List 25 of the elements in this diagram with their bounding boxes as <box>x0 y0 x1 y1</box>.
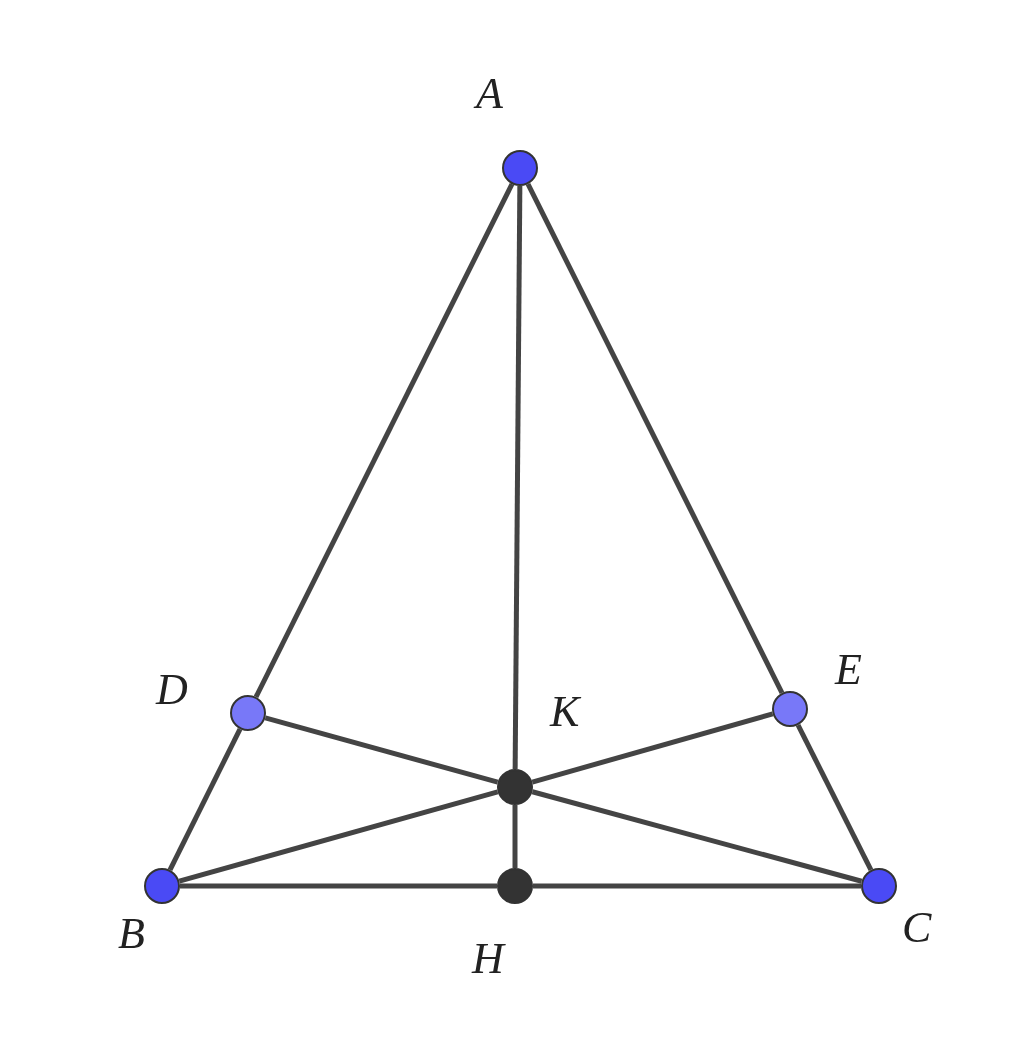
line-segment <box>795 723 874 872</box>
point-marker <box>497 769 533 805</box>
line-segment <box>180 883 497 889</box>
point-label: D <box>156 668 188 712</box>
point-label: C <box>902 906 932 950</box>
line-segment <box>178 789 499 884</box>
point-marker <box>230 695 266 731</box>
line-segment <box>525 183 785 694</box>
line-segment <box>531 711 774 785</box>
point-label: B <box>118 912 145 956</box>
line-segment <box>533 883 861 889</box>
point-marker <box>502 150 538 186</box>
line-segment <box>253 183 515 698</box>
line-segment <box>531 789 863 884</box>
line-segment <box>167 728 243 871</box>
point-label: E <box>835 648 862 692</box>
point-label: H <box>472 937 504 981</box>
point-marker <box>861 868 897 904</box>
point-label: K <box>550 690 580 734</box>
point-marker <box>144 868 180 904</box>
point-marker <box>497 868 533 904</box>
point-marker <box>772 691 808 727</box>
line-segment <box>512 805 518 868</box>
line-segment <box>512 186 523 769</box>
line-segment <box>264 715 499 785</box>
